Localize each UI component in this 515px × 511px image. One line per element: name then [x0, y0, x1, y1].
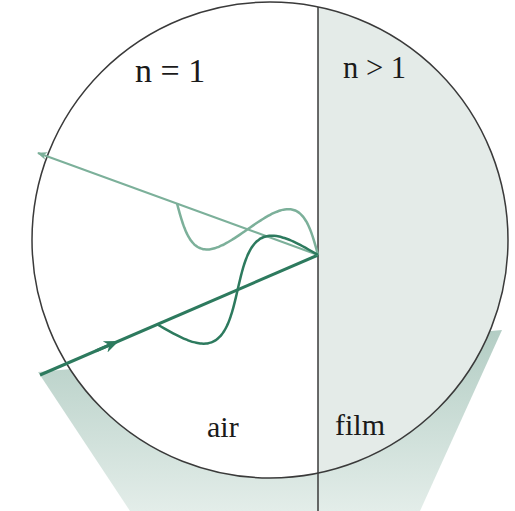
- reflected-ray: [38, 153, 318, 255]
- incident-ray: [40, 255, 318, 375]
- interface-line: [317, 7, 319, 475]
- medium-label: film: [335, 408, 385, 441]
- incident-arrowhead-segment: [96, 344, 112, 351]
- text-holder: n = 1: [135, 52, 205, 89]
- text-holder: film: [335, 408, 385, 441]
- zoom-circle-fill: [32, 2, 508, 478]
- refractive-index-label: n > 1: [343, 52, 406, 86]
- incident-wave: [157, 236, 318, 344]
- funnel-line: [317, 475, 319, 511]
- region-fill: [318, 7, 508, 473]
- text-holder: air: [207, 410, 239, 443]
- medium-label: air: [207, 410, 239, 443]
- film-region: n > 1 film: [318, 2, 510, 478]
- region-fill: [32, 2, 318, 478]
- text-holder: n > 1: [343, 52, 406, 86]
- reflected-wave: [177, 204, 318, 255]
- zoom-circle-outline: [32, 2, 508, 478]
- refractive-index-label: n = 1: [135, 52, 205, 89]
